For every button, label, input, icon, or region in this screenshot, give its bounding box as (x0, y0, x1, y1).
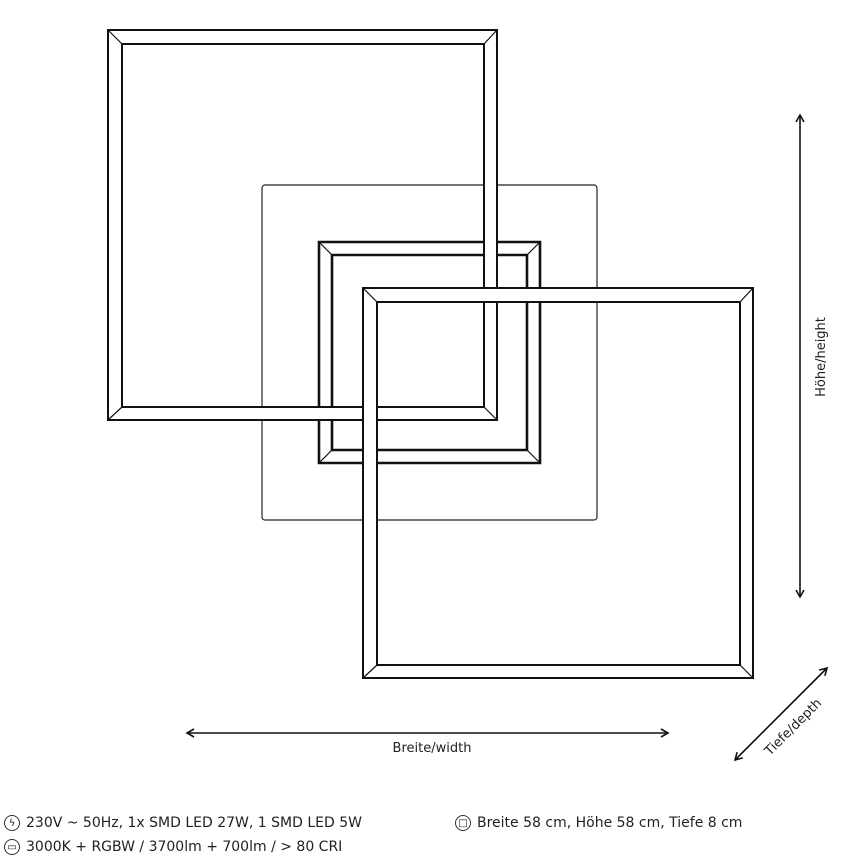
depth-label: Tiefe/depth (761, 696, 825, 760)
spec-text: 3000K + RGBW / 3700lm + 700lm / > 80 CRI (26, 839, 343, 855)
lamp-icon: ▭ (4, 839, 20, 855)
top-left-frame (107, 29, 498, 421)
spec-electrical: ϟ 230V ~ 50Hz, 1x SMD LED 27W, 1 SMD LED… (4, 815, 362, 831)
spec-light: ▭ 3000K + RGBW / 3700lm + 700lm / > 80 C… (4, 839, 342, 855)
dimensions-icon: □ (455, 815, 471, 831)
width-label: Breite/width (393, 741, 472, 756)
depth-arrow (733, 666, 829, 762)
center-frame (317, 240, 542, 465)
spec-text: 230V ~ 50Hz, 1x SMD LED 27W, 1 SMD LED 5… (26, 815, 362, 831)
height-label: Höhe/height (814, 317, 829, 397)
base-plate (261, 184, 598, 521)
lightning-icon: ϟ (4, 815, 20, 831)
spec-dimensions: □ Breite 58 cm, Höhe 58 cm, Tiefe 8 cm (455, 815, 742, 831)
spec-text: Breite 58 cm, Höhe 58 cm, Tiefe 8 cm (477, 815, 743, 831)
